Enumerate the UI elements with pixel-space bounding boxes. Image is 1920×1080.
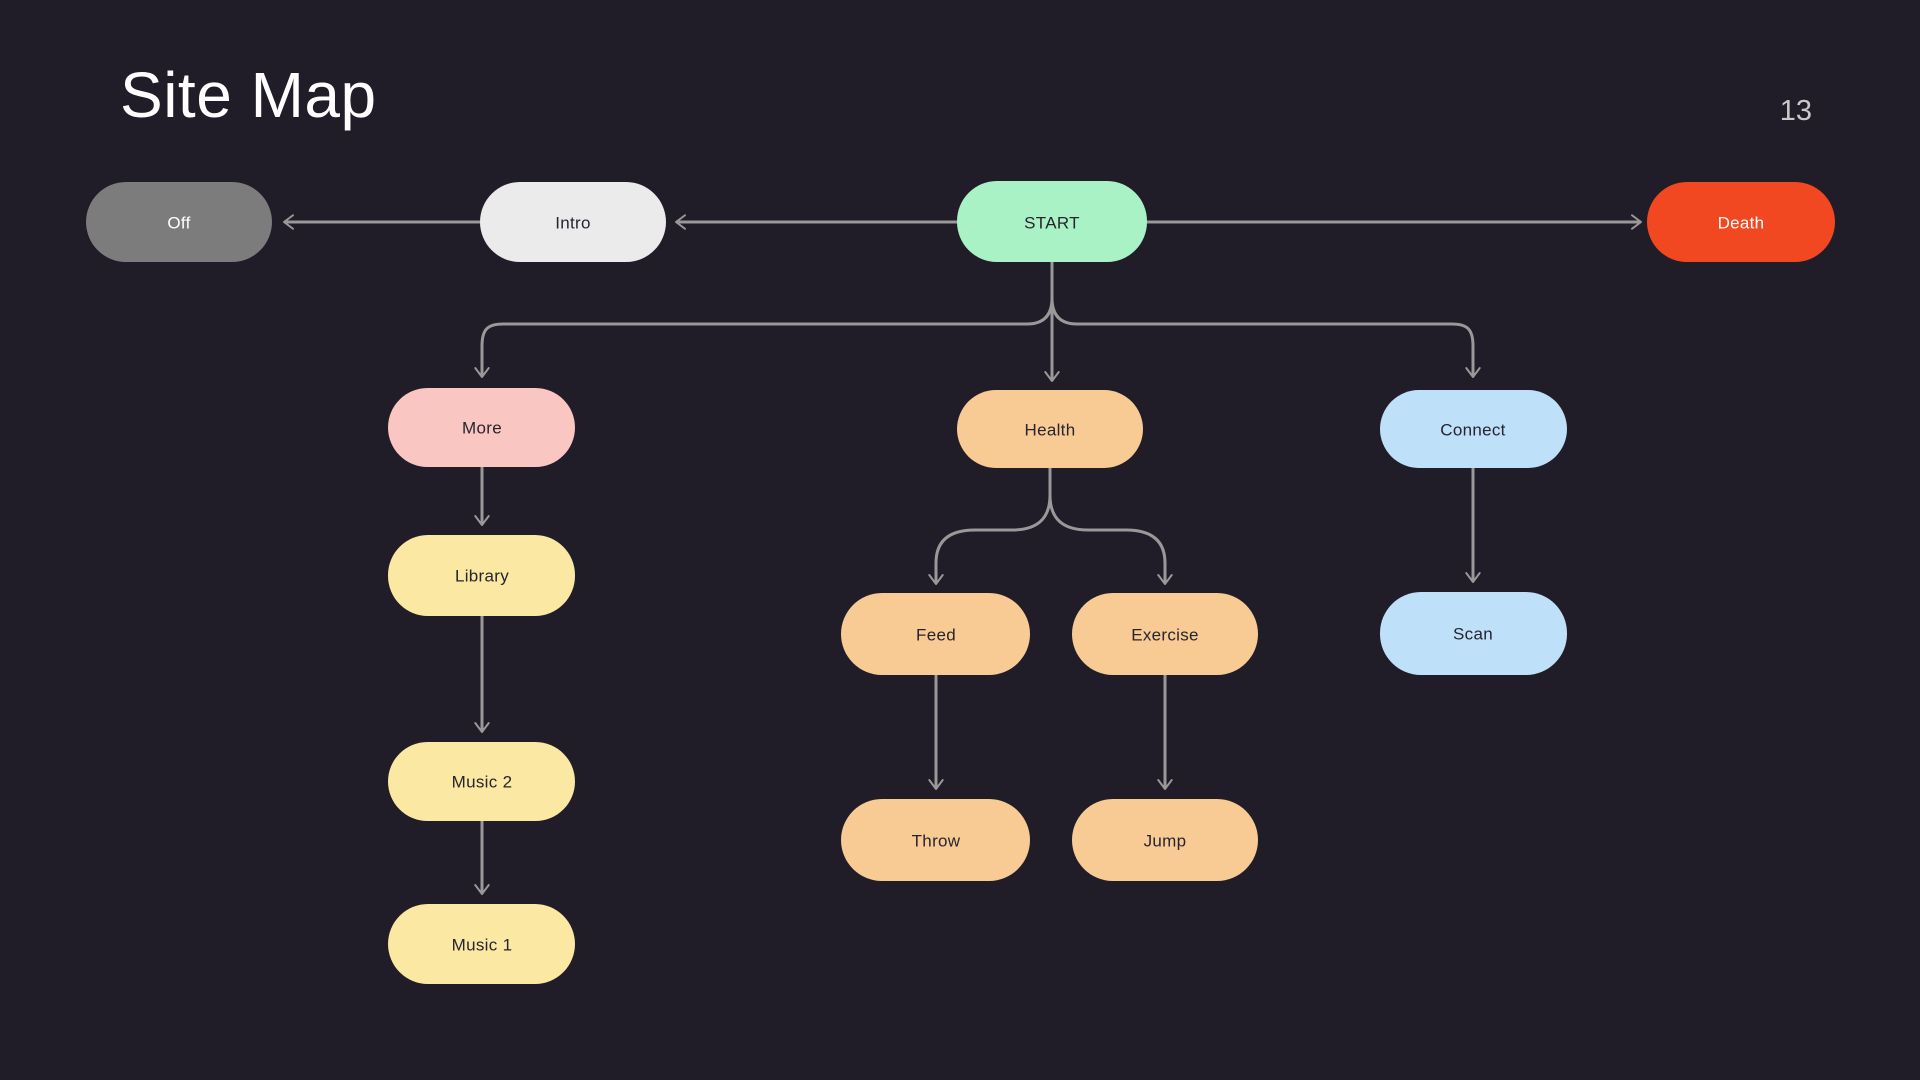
node-health: Health [957, 390, 1143, 468]
edge-start-more [474, 297, 1054, 378]
node-death-label: Death [1718, 214, 1765, 233]
node-connect-shape [1380, 390, 1567, 468]
node-jump-shape [1072, 799, 1258, 881]
node-off-label: Off [167, 214, 190, 233]
node-feed-shape [841, 593, 1030, 675]
edge-start-connect [1050, 297, 1481, 378]
node-throw: Throw [841, 799, 1030, 881]
node-start-shape [957, 181, 1147, 262]
node-more: More [388, 388, 575, 467]
node-exercise: Exercise [1072, 593, 1258, 675]
edge-lines [283, 214, 1642, 895]
node-death: Death [1647, 182, 1835, 262]
edge-health-exercise [1048, 494, 1173, 585]
node-library-shape [388, 535, 575, 616]
node-music1-label: Music 1 [452, 936, 513, 955]
node-throw-shape [841, 799, 1030, 881]
node-music2-label: Music 2 [452, 773, 513, 792]
node-death-shape [1647, 182, 1835, 262]
node-start: START [957, 181, 1147, 262]
node-intro-shape [480, 182, 666, 262]
node-intro-label: Intro [555, 214, 591, 233]
node-connect-label: Connect [1440, 421, 1505, 440]
node-music2: Music 2 [388, 742, 575, 821]
node-exercise-label: Exercise [1131, 626, 1199, 645]
node-scan: Scan [1380, 592, 1567, 675]
node-throw-label: Throw [912, 832, 961, 851]
node-library-label: Library [455, 567, 509, 586]
node-music1-shape [388, 904, 575, 984]
node-health-shape [957, 390, 1143, 468]
node-music2-shape [388, 742, 575, 821]
node-more-label: More [462, 419, 502, 438]
page-number: 13 [1780, 95, 1812, 127]
node-intro: Intro [480, 182, 666, 262]
node-start-label: START [1024, 214, 1080, 233]
node-feed-label: Feed [916, 626, 956, 645]
page-title: Site Map [120, 59, 377, 131]
edge-health-feed [928, 494, 1052, 585]
node-off-shape [86, 182, 272, 262]
node-scan-label: Scan [1453, 625, 1493, 644]
node-scan-shape [1380, 592, 1567, 675]
node-more-shape [388, 388, 575, 467]
node-off: Off [86, 182, 272, 262]
node-jump-label: Jump [1144, 832, 1187, 851]
node-jump: Jump [1072, 799, 1258, 881]
node-library: Library [388, 535, 575, 616]
node-feed: Feed [841, 593, 1030, 675]
node-exercise-shape [1072, 593, 1258, 675]
node-music1: Music 1 [388, 904, 575, 984]
node-health-label: Health [1025, 421, 1076, 440]
node-connect: Connect [1380, 390, 1567, 468]
